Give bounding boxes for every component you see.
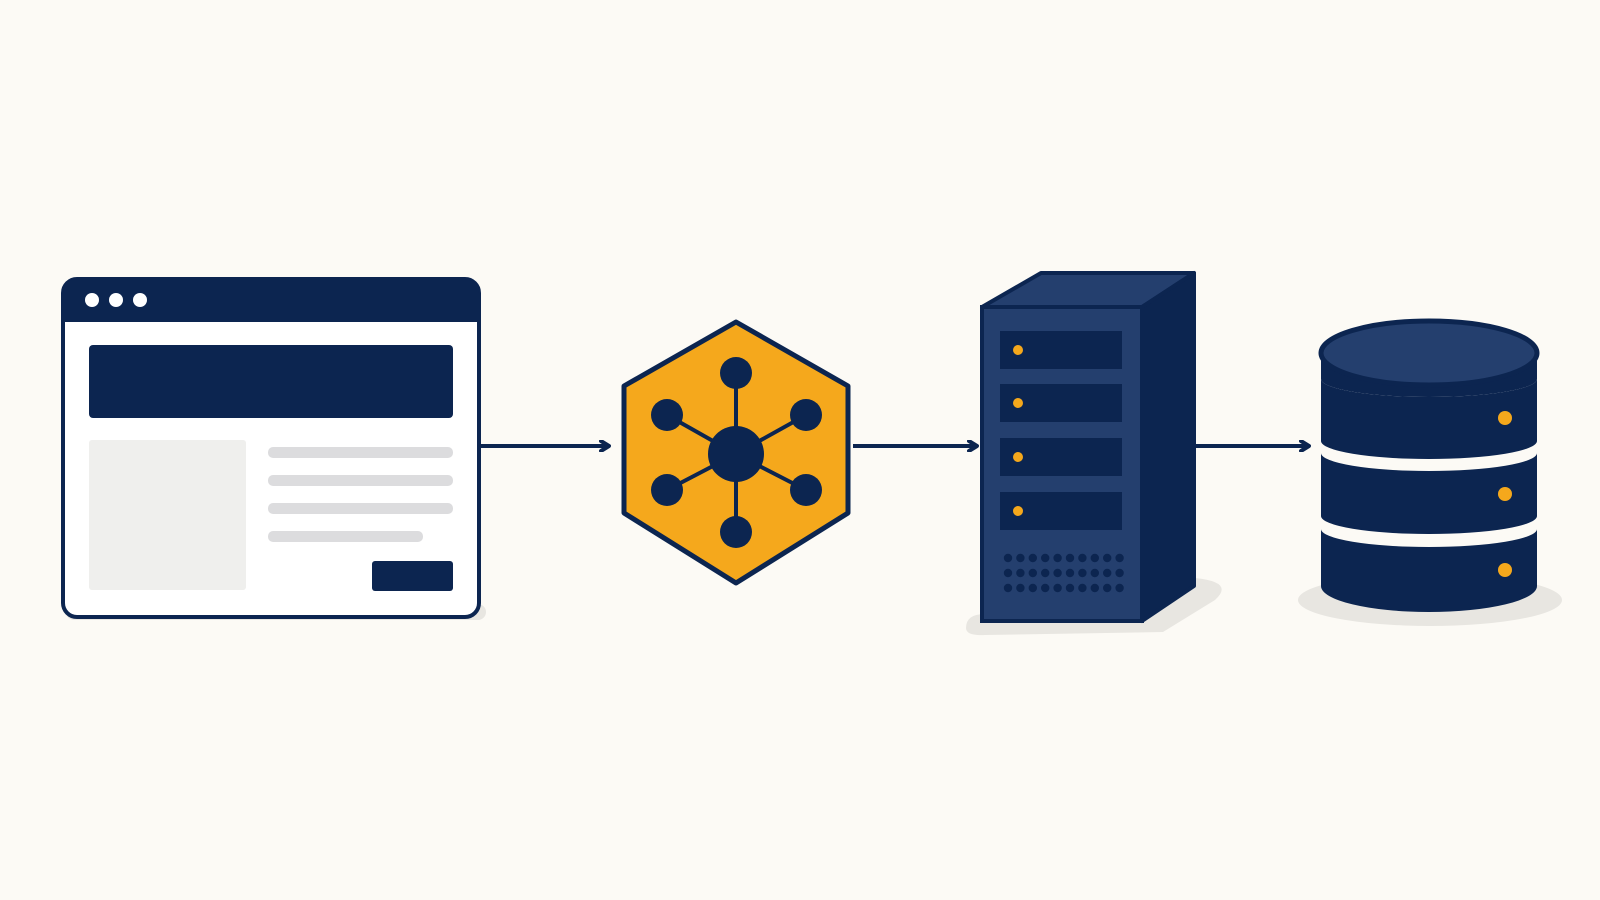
- vent-hole: [1103, 583, 1112, 593]
- database-segment-bottom: [1321, 529, 1537, 612]
- hub-node-upper-left: [651, 399, 683, 431]
- hub-center-node: [708, 426, 764, 482]
- vent-hole: [1115, 553, 1124, 563]
- vent-hole: [1028, 583, 1038, 593]
- vent-hole: [1103, 568, 1112, 578]
- status-led-1: [1013, 345, 1023, 355]
- action-button-block: [372, 561, 453, 591]
- vent-hole: [1078, 568, 1087, 578]
- server-tower-icon: [966, 271, 1222, 636]
- vent-hole: [1078, 583, 1087, 593]
- vent-hole: [1016, 553, 1025, 563]
- server-side-face: [1140, 271, 1196, 623]
- status-led-3: [1013, 452, 1023, 462]
- vent-hole: [1065, 553, 1075, 563]
- db-led-3: [1498, 563, 1512, 577]
- text-line-2: [268, 475, 453, 486]
- vent-hole: [1041, 583, 1050, 593]
- vent-hole: [1016, 583, 1025, 593]
- database-segment-middle: [1321, 453, 1537, 534]
- status-led-4: [1013, 506, 1023, 516]
- vent-hole: [1090, 568, 1100, 578]
- image-placeholder: [89, 440, 246, 590]
- vent-grid: [1003, 553, 1124, 593]
- database-cylinder-icon: [1298, 318, 1562, 626]
- vent-hole: [1041, 568, 1050, 578]
- browser-title-bar: [63, 279, 479, 322]
- vent-hole: [1028, 568, 1038, 578]
- hub-node-bottom: [720, 516, 752, 548]
- hub-node-upper-right: [790, 399, 822, 431]
- header-banner-block: [89, 345, 453, 418]
- window-dot-2: [109, 293, 123, 307]
- text-line-4: [268, 531, 423, 542]
- db-led-1: [1498, 411, 1512, 425]
- vent-hole: [1115, 583, 1124, 593]
- status-led-2: [1013, 398, 1023, 408]
- vent-hole: [1103, 553, 1112, 563]
- vent-hole: [1053, 583, 1062, 593]
- vent-hole: [1115, 568, 1124, 578]
- database-top-cap: [1318, 318, 1540, 388]
- vent-hole: [1078, 553, 1087, 563]
- vent-hole: [1065, 568, 1075, 578]
- vent-hole: [1028, 553, 1038, 563]
- vent-hole: [1053, 568, 1062, 578]
- vent-hole: [1090, 553, 1100, 563]
- vent-hole: [1041, 553, 1050, 563]
- vent-hole: [1016, 568, 1025, 578]
- vent-hole: [1003, 568, 1013, 578]
- vent-hole: [1053, 553, 1062, 563]
- hub-node-lower-right: [790, 474, 822, 506]
- vent-hole: [1003, 583, 1013, 593]
- vent-hole: [1090, 583, 1100, 593]
- window-dot-1: [85, 293, 99, 307]
- hexagon-network-hub-icon: [621, 319, 851, 586]
- text-line-3: [268, 503, 453, 514]
- vent-hole: [1065, 583, 1075, 593]
- text-line-1: [268, 447, 453, 458]
- vent-hole: [1003, 553, 1013, 563]
- hub-node-lower-left: [651, 474, 683, 506]
- db-led-2: [1498, 487, 1512, 501]
- hub-node-top: [720, 357, 752, 389]
- window-dot-3: [133, 293, 147, 307]
- browser-window-icon: [61, 277, 486, 620]
